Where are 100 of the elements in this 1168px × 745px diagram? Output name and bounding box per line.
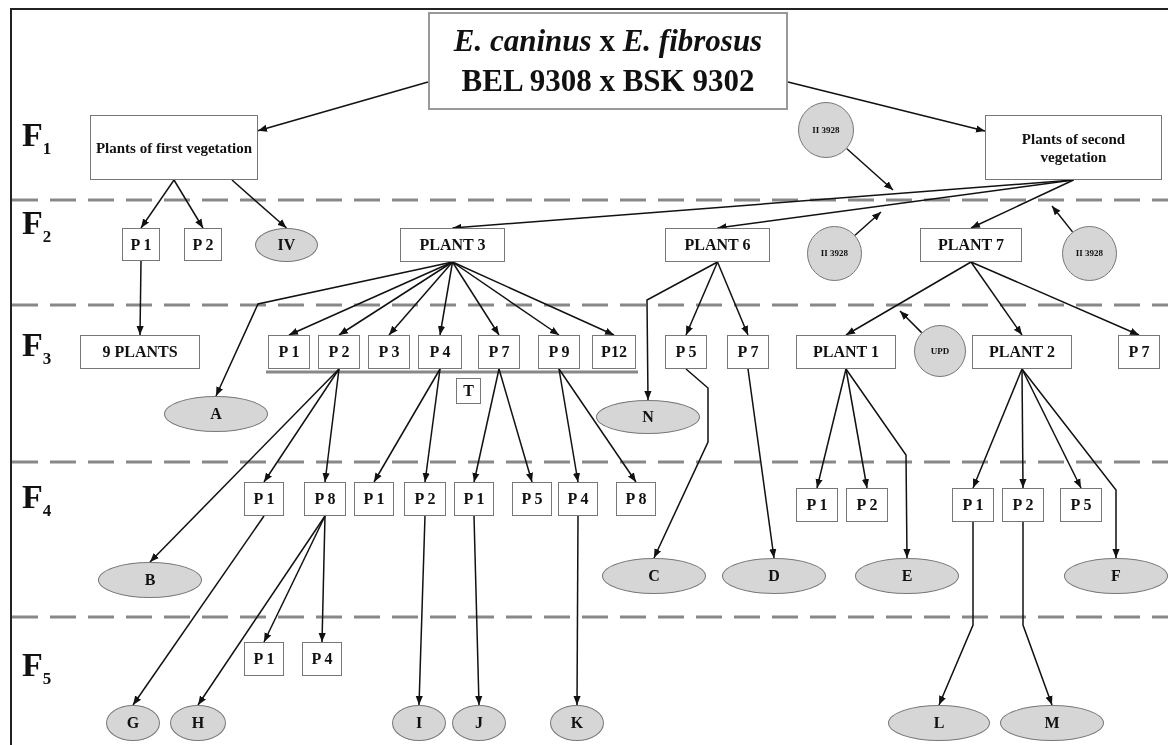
arrow — [899, 310, 923, 334]
line-ellipse — [392, 705, 446, 741]
plant-label: P 8 — [625, 489, 647, 509]
plant-label: P 1 — [463, 489, 485, 509]
arrow — [318, 515, 326, 643]
arrow — [685, 261, 719, 336]
arrow — [1019, 368, 1027, 489]
plant-label: P 1 — [278, 342, 300, 362]
cross-title: E. caninus x E. fibrosus — [453, 21, 763, 60]
plant-label: P 5 — [675, 342, 697, 362]
arrow — [653, 368, 709, 559]
plant-label: P 1 — [962, 495, 984, 515]
plant-label: P 8 — [314, 489, 336, 509]
line-label: E — [901, 566, 913, 586]
plant-label: P 3 — [378, 342, 400, 362]
line-ellipse — [106, 705, 160, 741]
arrow — [263, 368, 340, 483]
plant-box — [418, 335, 462, 369]
generation-box — [985, 115, 1162, 180]
plant-label: P12 — [601, 342, 627, 362]
plant-label: P 2 — [414, 489, 436, 509]
line-label: M — [1044, 713, 1060, 733]
arrow — [415, 515, 426, 706]
arrow — [854, 211, 882, 236]
generation-label: F$_{2}$ — [22, 204, 52, 247]
line-label: N — [642, 407, 654, 427]
plant-label: P 2 — [1012, 495, 1034, 515]
arrow — [846, 147, 894, 191]
plant-box — [952, 488, 994, 522]
plant-box — [354, 482, 394, 516]
line-label: IV — [277, 235, 296, 255]
plant-box — [404, 482, 446, 516]
plant-box — [244, 482, 284, 516]
plant-box — [454, 482, 494, 516]
plant-label: P 1 — [253, 489, 275, 509]
plant-label: P 4 — [567, 489, 589, 509]
line-ellipse — [596, 400, 700, 434]
line-ellipse — [170, 705, 226, 741]
plant-label: P 5 — [1070, 495, 1092, 515]
arrow — [1051, 205, 1074, 233]
line-ellipse — [255, 228, 318, 262]
arrow — [558, 368, 637, 483]
plant-label: P 1 — [253, 649, 275, 669]
arrow — [173, 179, 204, 229]
generation-label: F$_{4}$ — [22, 478, 52, 521]
accession-label: UPD — [930, 345, 950, 357]
arrow — [972, 368, 1023, 489]
arrow — [845, 368, 869, 489]
line-label: G — [126, 713, 140, 733]
arrow — [573, 515, 581, 706]
arrow — [422, 368, 441, 483]
accession-label: II 3928 — [812, 124, 840, 136]
generation-box — [90, 115, 258, 180]
cross-title: BEL 9308 x BSK 9302 — [461, 62, 755, 100]
plant-box — [665, 335, 707, 369]
plant-box — [478, 335, 520, 369]
plant-label: P 2 — [856, 495, 878, 515]
arrow — [845, 368, 911, 559]
arrow — [747, 368, 777, 559]
arrow — [815, 368, 847, 489]
plant-box — [592, 335, 636, 369]
arrow — [1022, 521, 1053, 706]
plant-label: P 7 — [737, 342, 759, 362]
arrow — [338, 261, 454, 336]
arrow — [257, 81, 429, 132]
line-label: B — [144, 570, 156, 590]
plant-box — [456, 378, 481, 404]
plant-box — [920, 228, 1022, 262]
plant-label: P 4 — [311, 649, 333, 669]
line-label: C — [648, 566, 660, 586]
arrow — [787, 81, 986, 133]
plant-box — [538, 335, 580, 369]
arrow — [970, 261, 1023, 336]
line-label: F — [1111, 566, 1121, 586]
arrow — [558, 368, 581, 483]
plant-label: T — [463, 381, 474, 401]
arrow — [132, 515, 265, 706]
arrow — [1021, 368, 1120, 559]
plant-label: P 1 — [806, 495, 828, 515]
line-label: J — [475, 713, 483, 733]
plant-box — [558, 482, 598, 516]
line-label: L — [933, 713, 945, 733]
plant-label: P 2 — [328, 342, 350, 362]
arrow — [938, 521, 974, 706]
plant-label: PLANT 3 — [419, 235, 486, 255]
plant-label: P 1 — [130, 234, 152, 255]
generation-label: F$_{5}$ — [22, 646, 52, 689]
arrow — [970, 261, 1140, 336]
plant-box — [1118, 335, 1160, 369]
plant-label: P 7 — [488, 342, 510, 362]
plant-box — [1060, 488, 1102, 522]
arrow — [437, 261, 454, 336]
arrow — [451, 261, 560, 336]
line-ellipse — [1064, 558, 1168, 594]
line-label: K — [570, 713, 584, 733]
plant-label: PLANT 1 — [813, 342, 879, 362]
accession-circle — [914, 325, 966, 377]
arrow — [149, 368, 340, 563]
plant-box — [972, 335, 1072, 369]
accession-label: II 3928 — [820, 248, 849, 259]
